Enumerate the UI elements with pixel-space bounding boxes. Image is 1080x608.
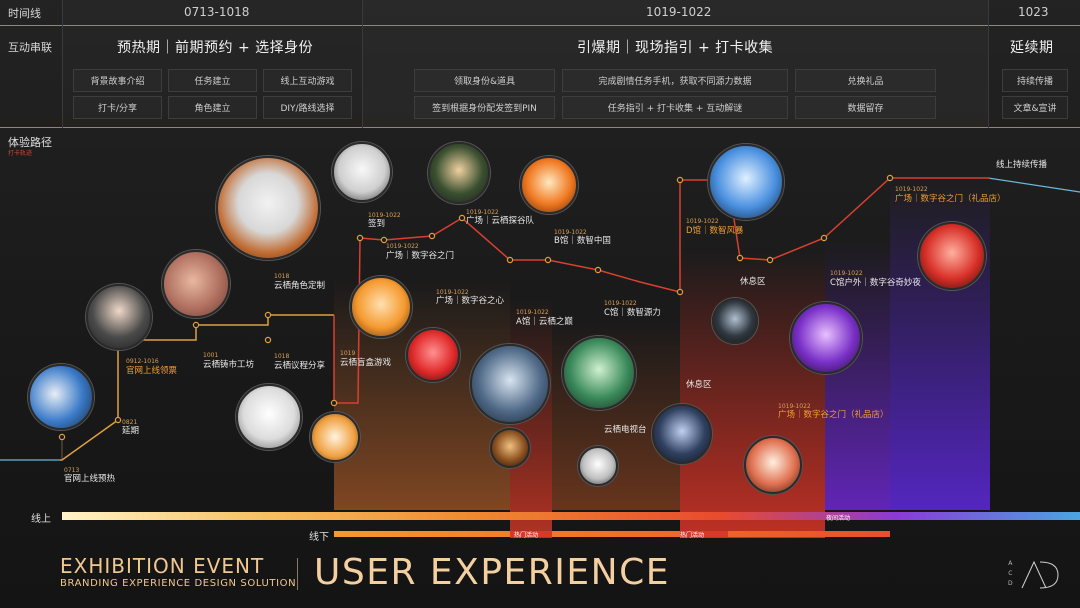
node-dot <box>595 267 600 272</box>
node-label: 签到 <box>368 219 385 230</box>
node-date: 0821 <box>122 419 137 426</box>
node-dot <box>265 337 270 342</box>
photo-ticket-collect <box>86 284 152 350</box>
photo-rest-area-2 <box>712 298 758 344</box>
photo-gift-shop <box>744 436 802 494</box>
offline-bar <box>334 531 890 537</box>
photo-small-hall <box>578 446 618 486</box>
photo-web-launch <box>28 364 94 430</box>
node-dot <box>767 257 772 262</box>
photo-agenda-share <box>236 384 302 450</box>
main-title: USER EXPERIENCE <box>314 552 670 593</box>
node-dot <box>193 322 198 327</box>
node-dot <box>357 235 362 240</box>
online-spread-line <box>988 178 1080 192</box>
photo-hall-d <box>708 144 784 220</box>
node-label: C馆｜数智源力 <box>604 308 661 319</box>
node-dot <box>115 417 120 422</box>
node-date: 1019-1022 <box>554 229 587 236</box>
node-dot <box>545 257 550 262</box>
hot-activity-label-2: 热门活动 <box>680 530 704 539</box>
node-label: A馆｜云栖之巅 <box>516 317 573 328</box>
node-label: 广场｜数字谷之心 <box>436 296 504 307</box>
node-label: 广场｜云栖探谷队 <box>466 216 534 227</box>
node-date: 0912-1016 <box>126 358 159 365</box>
node-label: 广场｜数字谷之门（礼品店） <box>895 194 1006 205</box>
node-date: 1019-1022 <box>830 270 863 277</box>
node-date: 1018 <box>274 273 289 280</box>
node-label: C馆户外｜数字谷奇妙夜 <box>830 278 921 289</box>
photo-rest-area <box>652 404 712 464</box>
node-date: 1019-1022 <box>895 186 928 193</box>
node-label: 云栖铸市工坊 <box>203 360 254 371</box>
photo-blindbox <box>310 412 360 462</box>
photo-hall-b <box>520 156 578 214</box>
photo-summit <box>470 344 550 424</box>
node-label: B馆｜数智中国 <box>554 236 611 247</box>
photo-heart <box>406 328 460 382</box>
node-dot <box>821 235 826 240</box>
photo-hall-a <box>490 428 530 468</box>
node-label: 云栖角色定制 <box>274 281 325 292</box>
night-activity-label: 夜间活动 <box>826 513 850 522</box>
photo-avatar-mascot <box>216 156 320 260</box>
logo-letter: C <box>1008 569 1013 579</box>
online-bar <box>62 512 1080 520</box>
node-label: 官网上线领票 <box>126 366 177 377</box>
node-date: 1019-1022 <box>368 212 401 219</box>
photo-coin <box>162 250 230 318</box>
node-dot <box>331 400 336 405</box>
online-bar-label: 线上 <box>31 510 51 525</box>
node-date: 1019-1022 <box>604 300 637 307</box>
node-dot <box>59 434 64 439</box>
logo-letters: A C D <box>1008 559 1013 589</box>
node-date: 1018 <box>274 353 289 360</box>
hot-activity-label-1: 热门活动 <box>514 530 538 539</box>
node-dot <box>507 257 512 262</box>
photo-gate <box>350 276 412 338</box>
node-dot <box>677 289 682 294</box>
logo-mark-icon <box>1018 558 1062 590</box>
logo-letter: D <box>1008 579 1013 589</box>
node-dot <box>459 215 464 220</box>
node-dot <box>737 255 742 260</box>
event-subtitle: BRANDING EXPERIENCE DESIGN SOLUTION <box>60 578 296 589</box>
node-dot <box>381 237 386 242</box>
photo-gift-shop-2 <box>918 222 986 290</box>
node-label: 休息区 <box>740 277 766 288</box>
node-label: D馆｜数智风暴 <box>686 226 744 237</box>
node-dot <box>887 175 892 180</box>
node-label: 云栖盲盒游戏 <box>340 358 391 369</box>
logo-letter: A <box>1008 559 1013 569</box>
node-label: 官网上线预热 <box>64 474 115 485</box>
node-date: 1019-1022 <box>516 309 549 316</box>
online-spread-label: 线上持续传播 <box>996 160 1047 171</box>
node-date: 1019-1022 <box>778 403 811 410</box>
event-title: EXHIBITION EVENT <box>60 554 264 578</box>
node-label: 广场｜数字谷之门（礼品店） <box>778 410 889 421</box>
node-dot <box>677 177 682 182</box>
node-date: 1019-1022 <box>436 289 469 296</box>
node-label: 延期 <box>122 426 139 437</box>
node-date: 1019-1022 <box>686 218 719 225</box>
node-label: 休息区 <box>686 380 712 391</box>
node-date: 1019-1022 <box>466 209 499 216</box>
footer-divider <box>297 558 298 590</box>
offline-bar-label: 线下 <box>309 528 329 543</box>
node-date: 0713 <box>64 467 79 474</box>
node-date: 1001 <box>203 352 218 359</box>
node-label: 云栖电视台 <box>604 425 647 436</box>
photo-explorer <box>428 142 490 204</box>
photo-tv-station <box>562 336 636 410</box>
node-dot <box>429 233 434 238</box>
node-date: 1019 <box>340 350 355 357</box>
node-dot <box>265 312 270 317</box>
node-date: 1019-1022 <box>386 243 419 250</box>
node-label: 广场｜数字谷之门 <box>386 251 454 262</box>
photo-night <box>790 302 862 374</box>
photo-signin <box>332 142 392 202</box>
node-label: 云栖议程分享 <box>274 361 325 372</box>
